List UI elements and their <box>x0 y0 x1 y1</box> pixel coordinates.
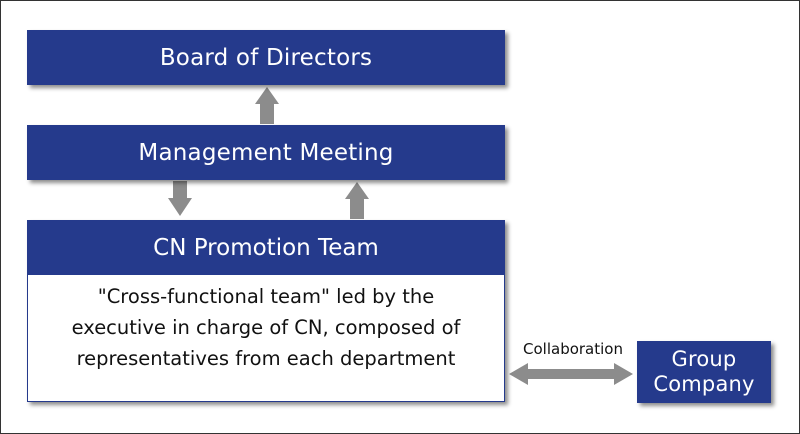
arrow-management-to-team <box>168 181 192 216</box>
cn-promotion-team-box: CN Promotion Team "Cross-functional team… <box>27 220 505 402</box>
group-company-label-line: Company <box>653 372 755 396</box>
cn-promotion-team-header: CN Promotion Team <box>28 221 504 275</box>
team-description-line: "Cross-functional team" led by the <box>97 285 435 308</box>
arrow-team-to-management <box>345 182 369 219</box>
collaboration-label: Collaboration <box>523 340 623 358</box>
management-meeting-label: Management Meeting <box>138 139 394 166</box>
arrow-management-to-board <box>255 87 279 124</box>
group-company-box: Group Company <box>637 341 771 403</box>
board-of-directors-label: Board of Directors <box>159 44 373 71</box>
management-meeting-box: Management Meeting <box>27 125 505 180</box>
group-company-label-line: Group <box>671 347 737 371</box>
team-description-line: representatives from each department <box>76 347 456 370</box>
arrow-collaboration <box>509 363 633 385</box>
team-description-line: executive in charge of CN, composed of <box>71 316 461 339</box>
board-of-directors-box: Board of Directors <box>27 30 505 85</box>
cn-promotion-team-description: "Cross-functional team" led by the execu… <box>28 281 504 374</box>
cn-promotion-team-label: CN Promotion Team <box>153 235 379 261</box>
